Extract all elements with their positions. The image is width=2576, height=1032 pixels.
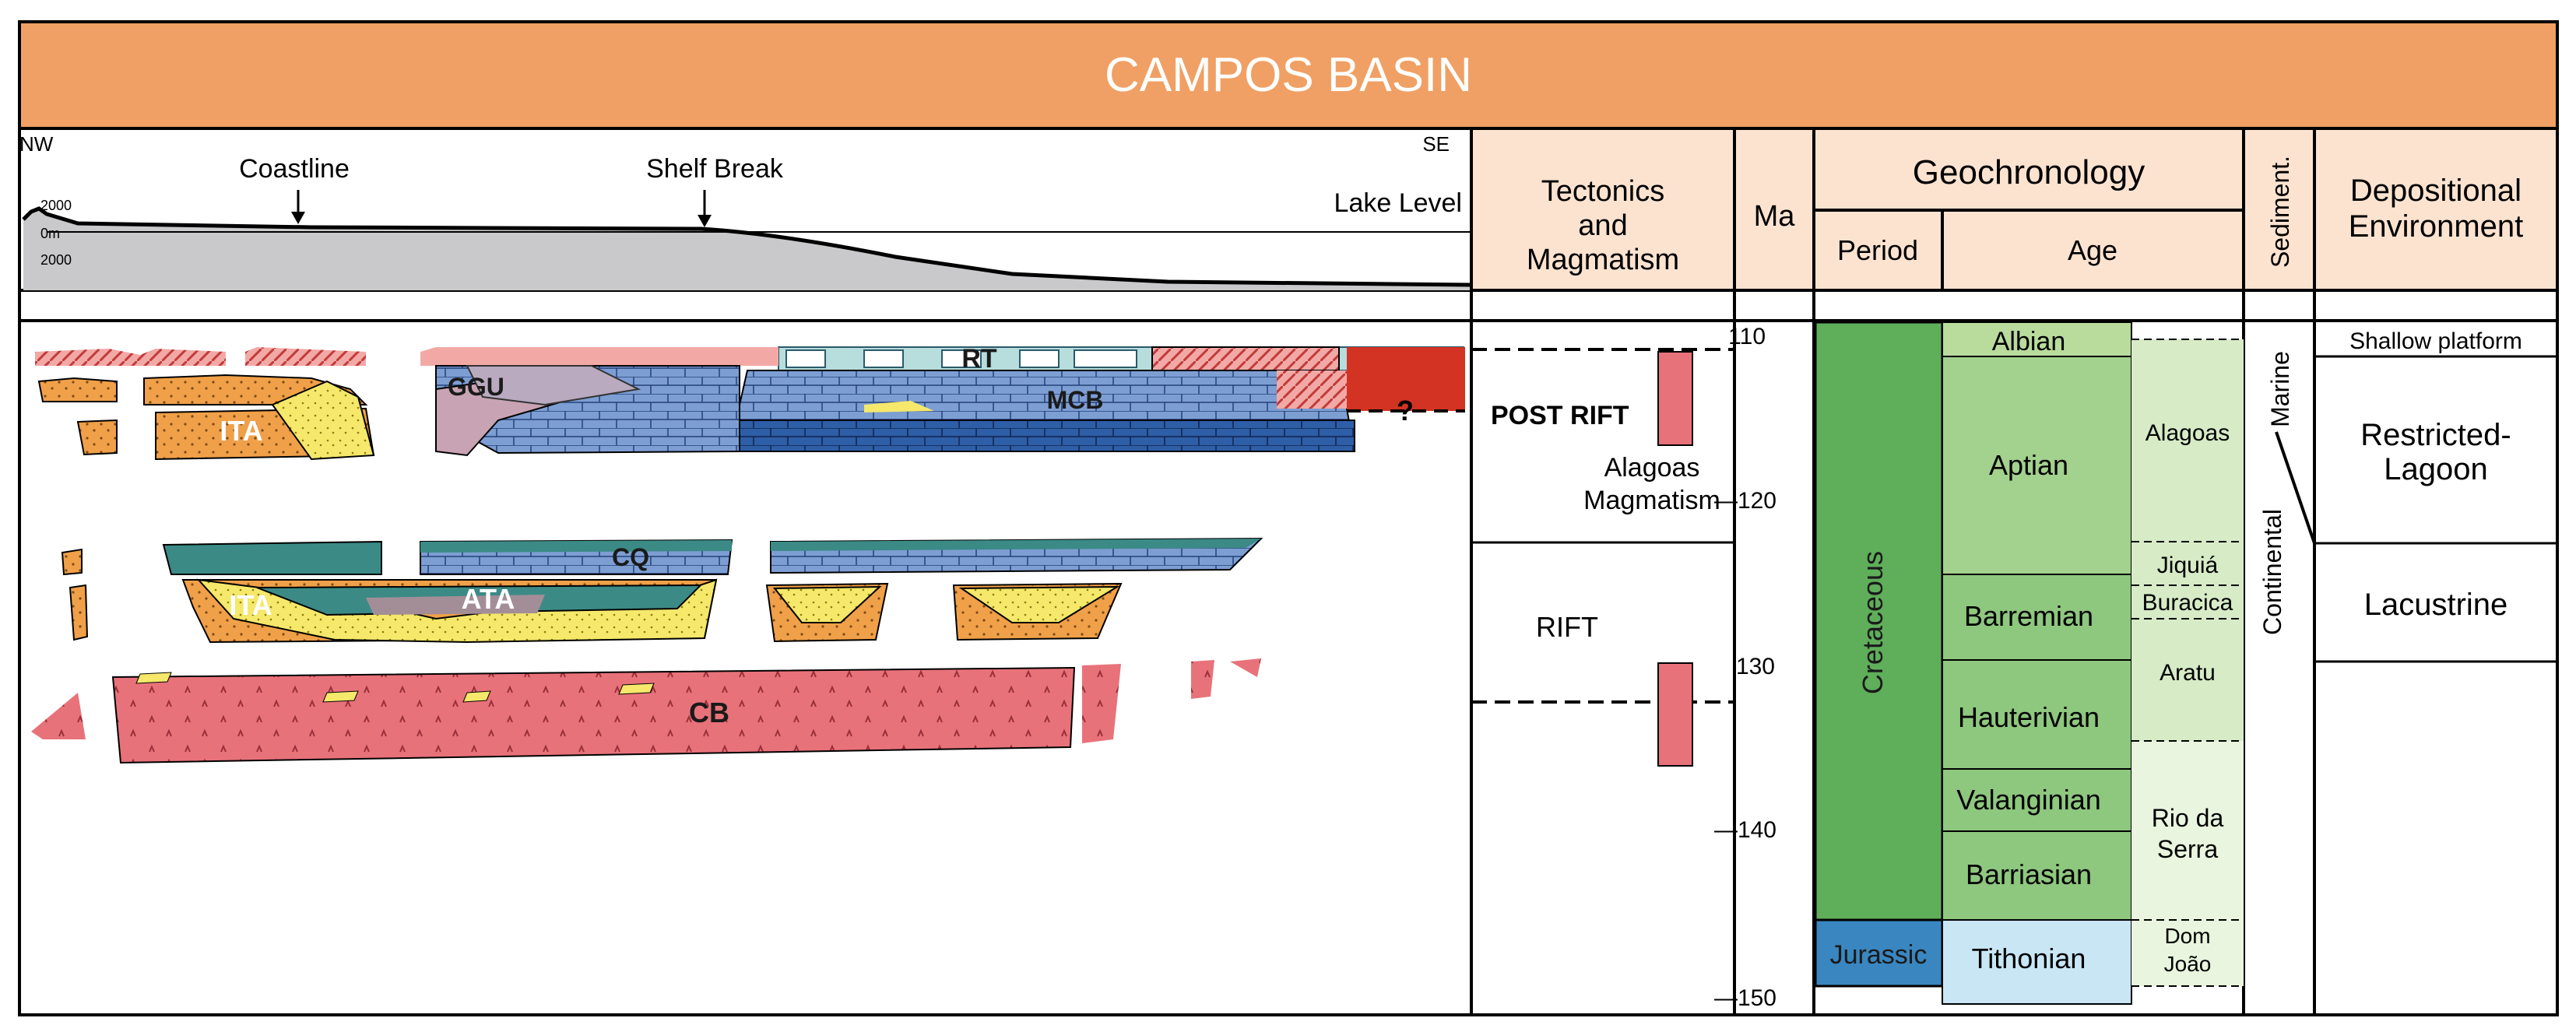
ma-axis: 110 —120 130 —140 —150	[1714, 324, 1776, 1011]
depositional-header-1: Depositional	[2350, 174, 2522, 208]
ma-tick-120: —120	[1714, 488, 1776, 514]
post-rift-label: POST RIFT	[1491, 401, 1629, 430]
age-barremian: Barremian	[1964, 600, 2093, 632]
table-headers: Tectonics and Magmatism Ma Geochronology…	[1473, 130, 2556, 290]
geochronology-header: Geochronology	[1913, 153, 2145, 191]
title-bar	[18, 20, 2559, 130]
stratigraphic-units: RT MCB ? GGU ITA CQ	[31, 344, 1465, 764]
unit-label-cb: CB	[689, 697, 729, 728]
age-hauterivian: Hauterivian	[1958, 701, 2100, 733]
unit-label-mcb: MCB	[1047, 386, 1104, 414]
env-restricted: Restricted-	[2360, 418, 2511, 452]
unit-label-ita-upper: ITA	[220, 415, 262, 447]
depositional-header-2: Environment	[2349, 209, 2524, 244]
tectonics-header-1: Tectonics	[1541, 175, 1664, 208]
age-column: Albian Aptian Barremian Hauterivian Vala…	[1942, 321, 2132, 1005]
age-albian: Albian	[1992, 327, 2066, 356]
local-stage-column: Alagoas Jiquiá Buracica Aratu Rio da Ser…	[2131, 339, 2244, 987]
env-shallow-platform: Shallow platform	[2349, 328, 2522, 354]
depth-label-0m: 0m	[40, 226, 60, 241]
ma-tick-150: —150	[1714, 985, 1776, 1011]
stage-serra: Serra	[2157, 835, 2218, 863]
sediment-column: Marine Continental	[2258, 351, 2316, 635]
stage-joao: João	[2164, 952, 2212, 976]
bathymetric-profile: NW SE Coastline Shelf Break Lake Level 2…	[19, 132, 1471, 290]
alagoas-magmatism-label-1: Alagoas	[1604, 453, 1700, 483]
age-barriasian: Barriasian	[1966, 858, 2092, 890]
unit-label-cq: CQ	[612, 543, 649, 571]
ma-tick-130: 130	[1736, 654, 1775, 679]
period-jurassic: Jurassic	[1830, 940, 1928, 970]
alagoas-magmatism-label-2: Magmatism	[1583, 486, 1720, 515]
period-header: Period	[1837, 234, 1918, 266]
sediment-continental: Continental	[2258, 509, 2286, 635]
age-tithonian: Tithonian	[1972, 942, 2086, 974]
depth-label-2000: 2000	[40, 198, 72, 213]
shelf-break-arrow-icon	[698, 215, 712, 227]
unit-label-ita-lower: ITA	[229, 589, 272, 621]
coastline-label: Coastline	[239, 154, 350, 184]
stage-buracica: Buracica	[2142, 590, 2233, 616]
age-header: Age	[2068, 234, 2117, 266]
ma-header: Ma	[1754, 200, 1796, 233]
magmatism-bar-rift	[1657, 662, 1693, 767]
unit-label-ata: ATA	[462, 583, 515, 615]
sediment-marine: Marine	[2266, 351, 2294, 427]
lake-level-label: Lake Level	[1334, 188, 1462, 218]
se-label: SE	[1422, 132, 1450, 156]
stage-dom: Dom	[2164, 924, 2210, 948]
shelf-break-label: Shelf Break	[646, 154, 784, 184]
tectonics-header-2: and	[1578, 209, 1627, 242]
tectonics-header-3: Magmatism	[1527, 244, 1679, 276]
magmatism-bar-alagoas	[1657, 351, 1693, 446]
ma-tick-140: —140	[1714, 817, 1776, 843]
env-lacustrine: Lacustrine	[2364, 588, 2508, 622]
ma-tick-110: 110	[1728, 324, 1766, 349]
stage-rio-da: Rio da	[2152, 804, 2224, 832]
age-aptian: Aptian	[1989, 449, 2068, 481]
stage-jiquia: Jiquiá	[2157, 553, 2219, 578]
unit-label-rt: RT	[961, 344, 997, 374]
stage-aratu: Aratu	[2160, 660, 2216, 686]
stage-alagoas: Alagoas	[2145, 420, 2230, 446]
env-lagoon: Lagoon	[2384, 452, 2487, 486]
page-title: CAMPOS BASIN	[1105, 48, 1472, 102]
period-column: Cretaceous Jurassic	[1814, 321, 1944, 988]
unit-label-ggu: GGU	[448, 373, 504, 401]
depth-label-2000-deep: 2000	[40, 252, 72, 268]
nw-label: NW	[19, 132, 54, 156]
age-valanginian: Valanginian	[1956, 784, 2100, 816]
tectonics-column: POST RIFT Alagoas Magmatism RIFT	[1471, 348, 1734, 767]
sediment-header: Sediment.	[2266, 156, 2294, 268]
coastline-arrow-icon	[291, 212, 305, 224]
unit-label-question: ?	[1397, 395, 1414, 426]
rift-label: RIFT	[1536, 611, 1598, 643]
depositional-column: Shallow platform Restricted- Lagoon Lacu…	[2314, 328, 2557, 663]
period-cretaceous: Cretaceous	[1857, 551, 1889, 694]
